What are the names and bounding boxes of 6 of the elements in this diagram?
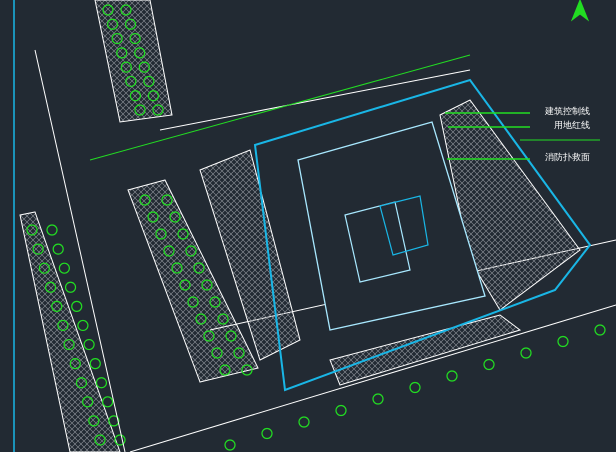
leader-label: 建筑控制线 <box>530 107 590 118</box>
leader-label: 用地红线 <box>530 121 590 132</box>
leader-line <box>447 158 530 160</box>
leader-line <box>445 112 530 114</box>
leader-line <box>448 126 530 128</box>
leader-label: 消防扑救面 <box>530 153 590 164</box>
